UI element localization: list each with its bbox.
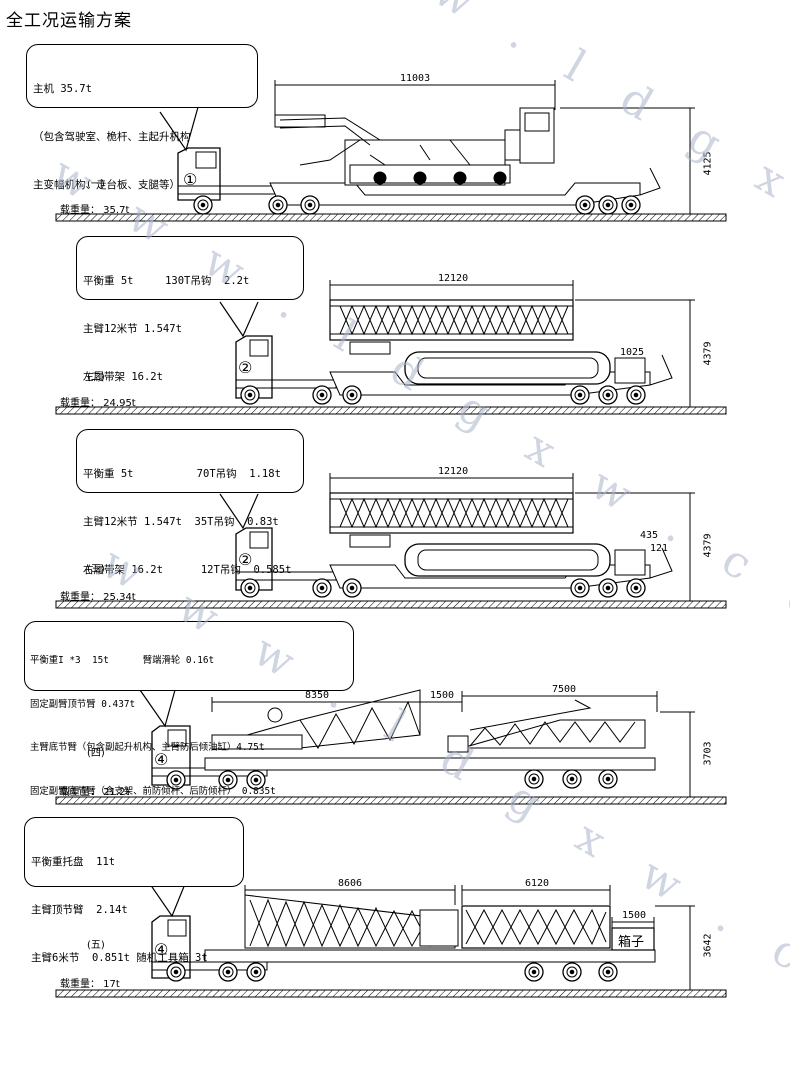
load-5: 载重量： 17t: [60, 979, 120, 990]
note-3: 平衡重 5t 70T吊钩 1.18t 主臂12米节 1.547t 35T吊钩 0…: [76, 429, 304, 576]
note-4-line-2: 固定副臂顶节臂 0.437t: [30, 698, 136, 710]
truck-1-number: ①: [183, 170, 198, 189]
dim-1-height: 4125: [702, 151, 714, 176]
truck-4-number: ④: [154, 750, 169, 769]
note-2-line-2: 主臂12米节 1.547t: [83, 323, 182, 335]
note-5-line-1: 平衡重托盘 11t: [31, 856, 116, 868]
dim-3-extra-1: 435: [640, 530, 659, 541]
toolbox-label: 箱子: [618, 935, 645, 950]
section-2-drawing: [55, 280, 727, 415]
section-2-number: (二): [87, 372, 105, 383]
dim-2-height: 4379: [702, 341, 714, 366]
truck-5-number: ④: [154, 940, 169, 959]
note-2: 平衡重 5t 130T吊钩 2.2t 主臂12米节 1.547t 左履带架 16…: [76, 236, 304, 383]
diagram-canvas: [55, 80, 727, 998]
note-4-line-4: 固定副臂底节臂（含支架、前防倾杆、后防倾杆） 0.835t: [30, 785, 276, 797]
load-1: 载重量： 35.7t: [60, 205, 130, 216]
toolbox-shape: [611, 927, 655, 951]
dim-2-extra: 1025: [620, 347, 645, 358]
note-3-line-2: 主臂12米节 1.547t 35T吊钩 0.83t: [83, 516, 279, 528]
note-1: 主机 35.7t （包含驾驶室、桅杆、主起升机构 主变幅机构、走台板、支腿等）: [26, 44, 258, 191]
section-5-number: (五): [87, 940, 105, 951]
section-4-drawing: [55, 689, 727, 805]
dim-5-height: 3642: [702, 933, 714, 958]
dim-5-len3: 1500: [622, 910, 647, 921]
note-3-line-3: 右履带架 16.2t 12T吊钩 0.585t: [83, 564, 292, 576]
dim-4-len2: 1500: [430, 690, 455, 701]
note-4: 平衡重I *3 15t 臂端滑轮 0.16t 固定副臂顶节臂 0.437t 主臂…: [24, 621, 354, 797]
note-1-line-2: （包含驾驶室、桅杆、主起升机构: [33, 131, 191, 143]
load-2: 载重量： 24.95t: [60, 398, 136, 409]
note-1-line-1: 主机 35.7t: [33, 83, 92, 95]
note-5-line-3: 主臂6米节 0.851t 随机工具箱 3t: [31, 952, 208, 964]
dim-4-height: 3703: [702, 741, 714, 766]
section-3-number: (三): [87, 564, 105, 575]
dim-3-height: 4379: [702, 533, 714, 558]
section-1-number: (一): [87, 179, 105, 190]
note-4-line-1: 平衡重I *3 15t 臂端滑轮 0.16t: [30, 655, 215, 666]
note-4-line-3: 主臂底节臂（包含副起升机构、主臂防后倾油缸）4.75t: [30, 742, 265, 753]
section-4-number: (四): [87, 748, 105, 759]
dim-1-length: 11003: [400, 73, 431, 84]
section-3-drawing: [55, 473, 727, 609]
truck-2-number: ②: [238, 358, 253, 377]
dim-3-length: 12120: [438, 466, 469, 477]
dim-5-len2: 6120: [525, 878, 550, 889]
note-5-line-2: 主臂顶节臂 2.14t: [31, 904, 128, 916]
dim-4-len1: 8350: [305, 690, 330, 701]
section-1-drawing: [55, 80, 727, 222]
ground-1: [55, 213, 727, 222]
page-title: 全工况运输方案: [6, 11, 132, 31]
note-5: 平衡重托盘 11t 主臂顶节臂 2.14t 主臂6米节 0.851t 随机工具箱…: [24, 817, 244, 964]
load-4: 载重量： 21.2t: [60, 787, 130, 798]
note-1-line-3: 主变幅机构、走台板、支腿等）: [33, 179, 180, 191]
dim-4-len3: 7500: [552, 684, 577, 695]
dim-5-len1: 8606: [338, 878, 363, 889]
dim-2-length: 12120: [438, 273, 469, 284]
note-3-line-1: 平衡重 5t 70T吊钩 1.18t: [83, 468, 281, 480]
truck-3-number: ②: [238, 550, 253, 569]
note-2-line-1: 平衡重 5t 130T吊钩 2.2t: [83, 275, 250, 287]
load-3: 载重量： 25.34t: [60, 592, 136, 603]
note-2-line-3: 左履带架 16.2t: [83, 371, 163, 383]
dim-3-extra-2: 121: [650, 543, 669, 554]
section-5-drawing: [55, 883, 727, 998]
